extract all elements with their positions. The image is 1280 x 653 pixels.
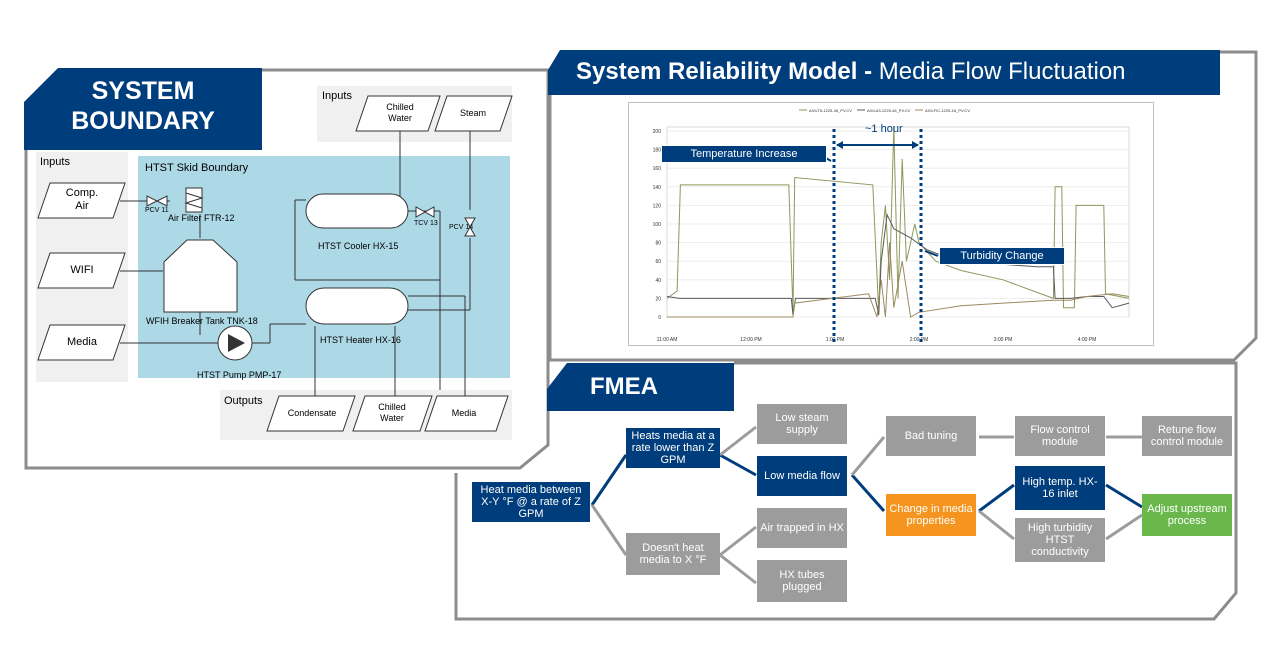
x-tick-label: 3:00 PM <box>994 337 1013 343</box>
turbidity-change-label: Turbidity Change <box>939 247 1065 265</box>
fmea-root-node: Heat media between X-Y °F @ a rate of Z … <box>472 482 590 522</box>
title-line-1: SYSTEM <box>91 77 195 105</box>
turbidity-arrow <box>924 250 939 257</box>
fmea-retune-node: Retune flow control module <box>1142 416 1232 456</box>
fmea-air-trapped-node: Air trapped in HX <box>757 508 847 548</box>
x-tick-label: 2:00 PM <box>910 337 929 343</box>
fmea-hx-tubes-node: HX tubes plugged <box>757 560 847 602</box>
label-heater: HTST Heater HX-16 <box>320 335 401 345</box>
label-breaker-tank: WFIH Breaker Tank TNK-18 <box>146 316 258 326</box>
inputs-left-label: Inputs <box>40 156 70 168</box>
label-tcv13: TCV 13 <box>414 220 438 227</box>
y-tick-label: 100 <box>653 222 662 228</box>
input-chilled-water: Chilled Water <box>386 102 414 123</box>
y-tick-label: 120 <box>653 203 662 209</box>
label-pcv14: PCV 14 <box>449 224 474 231</box>
system-boundary-frame <box>24 68 550 470</box>
fmea-title: FMEA <box>590 373 658 400</box>
reliability-title: System Reliability Model - Media Flow Fl… <box>576 58 1126 86</box>
legend-entry: AXILA3-1225-46_PV.CV <box>867 108 911 113</box>
y-tick-label: 140 <box>653 185 662 191</box>
input-media: Media <box>67 336 97 348</box>
fmea-flow-control-node: Flow control module <box>1015 416 1105 456</box>
y-tick-label: 160 <box>653 166 662 172</box>
x-tick-label: 4:00 PM <box>1078 337 1097 343</box>
series-line <box>666 126 1130 313</box>
output-media: Media <box>451 408 477 418</box>
fmea-adjust-node: Adjust upstream process <box>1142 494 1232 536</box>
y-tick-label: 80 <box>655 241 661 247</box>
reliability-title-bold: System Reliability Model - <box>576 58 873 85</box>
title-line-2: BOUNDARY <box>71 107 215 135</box>
hour-arrow-right-head <box>912 141 919 149</box>
x-tick-label: 11:00 AM <box>657 337 678 343</box>
fmea-heats-low-node: Heats media at a rate lower than Z GPM <box>626 428 720 468</box>
y-tick-label: 20 <box>655 296 661 302</box>
y-tick-label: 40 <box>655 278 661 284</box>
fmea-bad-tuning-node: Bad tuning <box>886 416 976 456</box>
reliability-frame <box>548 50 1258 362</box>
fmea-panel: FMEA <box>450 355 1280 653</box>
outputs-label: Outputs <box>224 395 263 407</box>
x-tick-label: 12:00 PM <box>740 337 761 343</box>
y-tick-label: 200 <box>653 129 662 135</box>
fmea-high-turbidity-node: High turbidity HTST conductivity <box>1015 518 1105 562</box>
temperature-increase-label: Temperature Increase <box>661 145 827 163</box>
fmea-doesnt-heat-node: Doesn't heat media to X °F <box>626 533 720 575</box>
label-air-filter: Air Filter FTR-12 <box>168 213 235 223</box>
legend-entry: AXILFIC-1225-18_PV.CV <box>925 108 970 113</box>
inputs-top-label: Inputs <box>322 90 352 102</box>
label-pump: HTST Pump PMP-17 <box>197 370 282 380</box>
y-tick-label: 0 <box>658 315 661 321</box>
label-cooler: HTST Cooler HX-15 <box>318 241 399 251</box>
series-line <box>667 242 1130 318</box>
legend-entry: AXILT5-1225-46_PV.CV <box>809 108 852 113</box>
fmea-low-steam-node: Low steam supply <box>757 404 847 444</box>
system-boundary-title: SYSTEM BOUNDARY <box>28 76 258 136</box>
fmea-frame <box>454 361 1238 621</box>
skid-boundary-label: HTST Skid Boundary <box>145 162 249 174</box>
input-wifi: WIFI <box>70 264 94 276</box>
fmea-low-media-flow-node: Low media flow <box>757 456 847 496</box>
one-hour-label: ~1 hour <box>865 123 903 135</box>
reliability-title-rest: Media Flow Fluctuation <box>872 58 1126 85</box>
y-tick-label: 60 <box>655 259 661 265</box>
y-tick-label: 180 <box>653 148 662 154</box>
output-chilled-water: Chilled Water <box>378 402 406 423</box>
fmea-high-temp-node: High temp. HX-16 inlet <box>1015 466 1105 510</box>
fmea-change-media-node: Change in media properties <box>886 494 976 536</box>
system-boundary-panel: SYSTEM BOUNDARY Inputs HTST Skid Boundar… <box>0 0 560 475</box>
input-steam: Steam <box>459 108 486 118</box>
label-pcv11: PCV 11 <box>145 207 169 214</box>
hour-arrow-left-head <box>836 141 843 149</box>
output-condensate: Condensate <box>287 408 337 418</box>
input-comp-air: Comp. Air <box>65 187 99 212</box>
reliability-panel: System Reliability Model - Media Flow Fl… <box>540 40 1280 370</box>
